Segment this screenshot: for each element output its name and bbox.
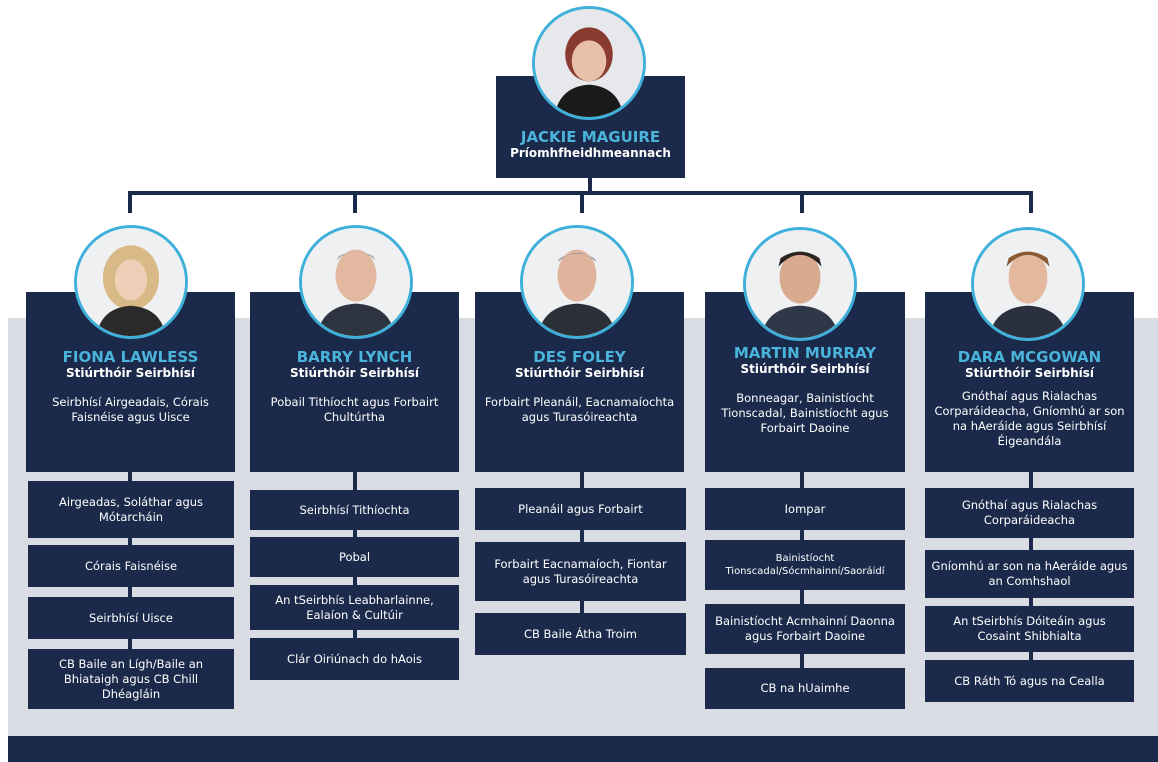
unit-label: Seirbhísí Tithíochta (299, 502, 410, 517)
director-name: DES FOLEY (533, 348, 626, 366)
unit-box: Forbairt Eacnamaíoch, Fiontar agus Turas… (475, 542, 686, 601)
unit-box: An tSeirbhís Leabharlainne, Ealaíon & Cu… (250, 585, 459, 630)
unit-box: An tSeirbhís Dóiteáin agus Cosaint Shibh… (925, 606, 1134, 652)
director-remit: Seirbhísí Airgeadais, Córais Faisnéise a… (52, 395, 209, 424)
director-remit: Bonneagar, Bainistíocht Tionscadal, Bain… (721, 391, 889, 435)
director-photo (520, 225, 634, 339)
ceo-connector (588, 178, 592, 194)
unit-label: CB Ráth Tó agus na Cealla (954, 673, 1105, 688)
unit-box: Iompar (705, 488, 905, 530)
unit-box: Seirbhísí Uisce (28, 597, 234, 639)
unit-label: Gnóthaí agus Rialachas Corparáideacha (961, 498, 1098, 527)
director-drop-4 (800, 191, 804, 213)
unit-box: Pobal (250, 537, 459, 577)
director-name: DARA MCGOWAN (957, 348, 1102, 366)
unit-box: Bainistíocht Acmhainní Daonna agus Forba… (705, 604, 905, 654)
unit-box: Bainistíocht Tionscadal/Sócmhainní/Saorá… (705, 540, 905, 590)
unit-box: Gníomhú ar son na hAeráide agus an Comhs… (925, 550, 1134, 598)
unit-label: Forbairt Eacnamaíoch, Fiontar agus Turas… (494, 556, 667, 586)
director-remit: Pobail Tithíocht agus Forbairt Chultúrth… (270, 395, 439, 424)
director-drop-1 (128, 191, 132, 213)
director-title: Stiúrthóir Seirbhísí (515, 366, 644, 380)
unit-box: Gnóthaí agus Rialachas Corparáideacha (925, 488, 1134, 538)
ceo-photo (532, 6, 646, 120)
director-photo (299, 225, 413, 339)
unit-label: An tSeirbhís Dóiteáin agus Cosaint Shibh… (953, 614, 1106, 643)
director-title: Stiúrthóir Seirbhísí (740, 362, 870, 376)
director-name: FIONA LAWLESS (62, 348, 199, 366)
unit-label: CB na hUaimhe (760, 681, 850, 695)
unit-label: Pobal (338, 549, 371, 564)
ceo-name: JACKIE MAGUIRE (520, 128, 661, 146)
director-photo (743, 227, 857, 341)
unit-box: Airgeadas, Soláthar agus Mótarcháin (28, 481, 234, 538)
unit-box: CB Baile an Lígh/Baile an Bhiataigh agus… (28, 649, 234, 709)
unit-label: Bainistíocht Tionscadal/Sócmhainní/Saorá… (725, 553, 885, 577)
unit-label: Iompar (784, 501, 826, 516)
director-title: Stiúrthóir Seirbhísí (66, 366, 195, 380)
director-title: Stiúrthóir Seirbhísí (965, 366, 1094, 380)
director-drop-2 (353, 191, 357, 213)
unit-label: CB Baile an Lígh/Baile an Bhiataigh agus… (58, 656, 204, 701)
unit-label: An tSeirbhís Leabharlainne, Ealaíon & Cu… (275, 592, 434, 622)
unit-box: Clár Oiriúnach do hAois (250, 638, 459, 680)
director-drop-5 (1029, 191, 1033, 213)
director-drop-3 (580, 191, 584, 213)
unit-box: CB na hUaimhe (705, 668, 905, 709)
unit-label: Seirbhísí Uisce (89, 610, 173, 625)
unit-label: Gníomhú ar son na hAeráide agus an Comhs… (931, 559, 1128, 588)
unit-label: CB Baile Átha Troim (523, 626, 638, 641)
unit-label: Córais Faisnéise (84, 558, 178, 573)
director-name: BARRY LYNCH (296, 348, 413, 366)
unit-label: Clár Oiriúnach do hAois (287, 651, 422, 666)
director-box-2: BARRY LYNCH Stiúrthóir Seirbhísí Pobail … (250, 292, 459, 472)
unit-label: Airgeadas, Soláthar agus Mótarcháin (58, 494, 204, 524)
director-photo (74, 225, 188, 339)
director-name: MARTIN MURRAY (733, 344, 877, 362)
footer-bar (8, 736, 1158, 762)
director-photo (971, 227, 1085, 341)
unit-label: Bainistíocht Acmhainní Daonna agus Forba… (715, 614, 895, 643)
unit-box: Pleanáil agus Forbairt (475, 488, 686, 530)
unit-box: CB Ráth Tó agus na Cealla (925, 660, 1134, 702)
unit-label: Pleanáil agus Forbairt (518, 501, 643, 516)
unit-box: Seirbhísí Tithíochta (250, 490, 459, 530)
director-title: Stiúrthóir Seirbhísí (290, 366, 419, 380)
unit-box: Córais Faisnéise (28, 545, 234, 587)
director-remit: Forbairt Pleanáil, Eacnamaíochta agus Tu… (484, 395, 675, 424)
director-remit: Gnóthaí agus Rialachas Corparáideacha, G… (934, 389, 1125, 448)
unit-box: CB Baile Átha Troim (475, 613, 686, 655)
ceo-title: Príomhfheidhmeannach (510, 146, 671, 160)
